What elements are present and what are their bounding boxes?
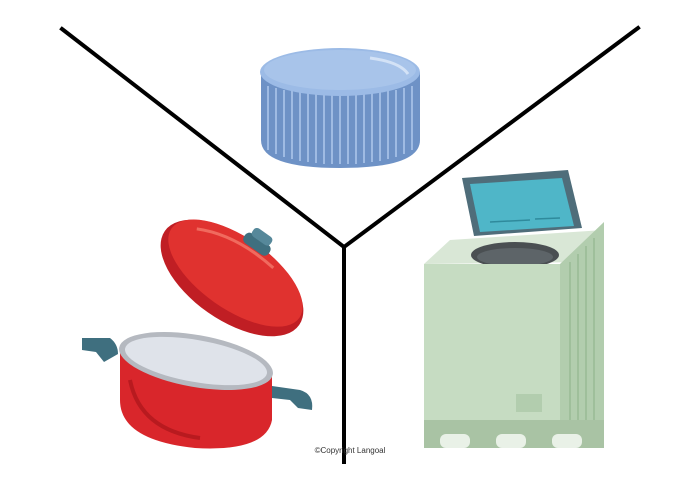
bottle-cap-image	[260, 48, 420, 168]
divider-right	[341, 25, 641, 250]
cooking-pot-image	[82, 219, 313, 449]
washing-machine-image	[424, 170, 604, 448]
copyright-text: ©Copyright Langoal	[314, 446, 386, 455]
divider-left	[59, 26, 347, 250]
divider-lines	[59, 25, 641, 464]
